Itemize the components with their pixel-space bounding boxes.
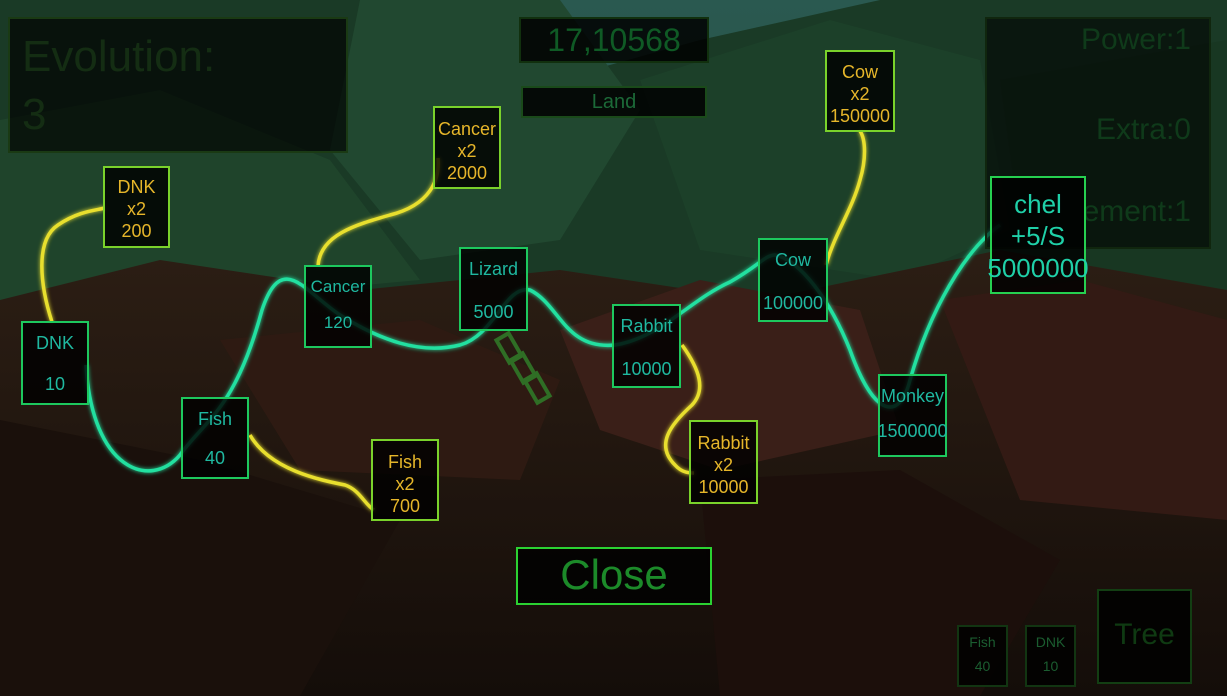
node-cost: 200 bbox=[121, 221, 152, 241]
node-multiplier: x2 bbox=[850, 84, 870, 104]
node-cost: 120 bbox=[323, 313, 353, 332]
close-button[interactable]: Close bbox=[516, 547, 712, 605]
node-name: Fish bbox=[387, 452, 422, 472]
extra-stat: Extra:0 bbox=[1095, 113, 1191, 146]
node-rate: +5/S bbox=[1010, 221, 1066, 251]
element-stat: ement:1 bbox=[1082, 195, 1191, 228]
terrain bbox=[940, 280, 1227, 520]
stats-panel: Power:1 Extra:0 ement:1 bbox=[985, 17, 1211, 249]
node-cow[interactable]: Cow 100000 bbox=[758, 238, 828, 322]
evolution-panel: Evolution: 3 bbox=[8, 17, 348, 153]
node-cost: 40 bbox=[204, 448, 226, 468]
mini-slot-value: 40 bbox=[974, 658, 991, 674]
node-name: Monkey bbox=[880, 386, 945, 406]
node-name: Cancer bbox=[310, 277, 366, 296]
mini-slot-name: DNK bbox=[1035, 634, 1066, 650]
mini-slot-dnk[interactable]: DNK 10 bbox=[1025, 625, 1076, 687]
node-lizard[interactable]: Lizard 5000 bbox=[459, 247, 528, 331]
node-cost: 10000 bbox=[698, 477, 749, 497]
node-multiplier: x2 bbox=[126, 199, 146, 219]
mini-slot-name: Fish bbox=[969, 634, 996, 650]
node-monkey[interactable]: Monkey 1500000 bbox=[877, 374, 948, 457]
node-cancer-x2[interactable]: Cancer x2 2000 bbox=[433, 106, 501, 189]
node-multiplier: x2 bbox=[713, 455, 733, 475]
node-cost: 150000 bbox=[829, 106, 891, 126]
mini-slot-value: 10 bbox=[1042, 658, 1059, 674]
mode-label: Land bbox=[521, 86, 707, 118]
node-multiplier: x2 bbox=[457, 141, 477, 161]
node-cost: 700 bbox=[389, 496, 421, 516]
node-name: Fish bbox=[197, 409, 232, 429]
node-dnk[interactable]: DNK 10 bbox=[21, 321, 89, 405]
node-fish[interactable]: Fish 40 bbox=[181, 397, 249, 479]
node-rabbit-x2[interactable]: Rabbit x2 10000 bbox=[689, 420, 758, 504]
node-cost: 1500000 bbox=[877, 421, 948, 441]
node-rabbit[interactable]: Rabbit 10000 bbox=[612, 304, 681, 388]
mini-slot-fish[interactable]: Fish 40 bbox=[957, 625, 1008, 687]
node-dnk-x2[interactable]: DNK x2 200 bbox=[103, 166, 170, 248]
node-name: Rabbit bbox=[620, 316, 673, 336]
score-counter: 17,10568 bbox=[519, 17, 709, 63]
node-cost: 10 bbox=[44, 374, 66, 394]
chain-decoration bbox=[493, 330, 553, 406]
evolution-label: Evolution: bbox=[22, 32, 216, 81]
terrain bbox=[0, 420, 400, 696]
node-cost: 100000 bbox=[762, 293, 824, 313]
node-name: Cancer bbox=[437, 119, 497, 139]
evolution-value: 3 bbox=[22, 90, 47, 139]
node-fish-x2[interactable]: Fish x2 700 bbox=[371, 439, 439, 521]
node-name: DNK bbox=[35, 333, 74, 353]
node-multiplier: x2 bbox=[395, 474, 415, 494]
node-chel[interactable]: chel +5/S 5000000 bbox=[987, 176, 1089, 294]
power-stat: Power:1 bbox=[1080, 23, 1191, 56]
node-cost: 10000 bbox=[621, 359, 672, 379]
node-name: Rabbit bbox=[697, 433, 750, 453]
node-name: Lizard bbox=[468, 259, 519, 279]
node-cow-x2[interactable]: Cow x2 150000 bbox=[825, 50, 895, 132]
terrain bbox=[220, 320, 560, 480]
node-name: Cow bbox=[774, 250, 811, 270]
node-cost: 5000000 bbox=[987, 253, 1089, 283]
node-cost: 5000 bbox=[473, 302, 514, 322]
node-cost: 2000 bbox=[446, 163, 488, 183]
node-name: Cow bbox=[841, 62, 878, 82]
node-cancer[interactable]: Cancer 120 bbox=[304, 265, 372, 348]
main-path bbox=[84, 223, 1002, 473]
tree-button[interactable]: Tree bbox=[1097, 589, 1192, 684]
hill bbox=[640, 20, 1010, 280]
node-name: DNK bbox=[117, 177, 156, 197]
node-name: chel bbox=[1014, 189, 1062, 219]
